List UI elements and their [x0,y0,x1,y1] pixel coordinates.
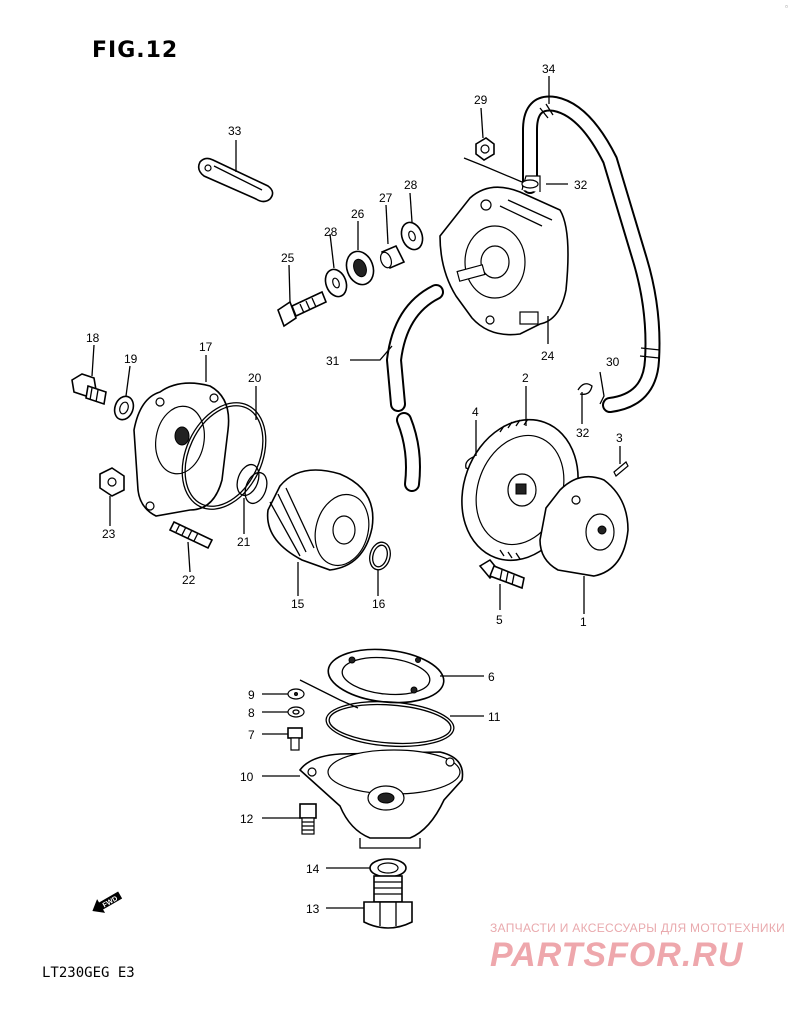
callout-13: 13 [306,902,320,916]
part-5-bolt [478,558,525,590]
callout-18: 18 [86,331,100,345]
callout-28a: 28 [324,225,338,239]
callout-27: 27 [379,191,393,205]
part-15-oil-filter [266,469,374,571]
callout-23: 23 [102,527,116,541]
part-31-hose [385,284,444,492]
part-22-stud [168,520,214,550]
part-32-clip-upper [521,179,539,189]
callout-28b: 28 [404,178,418,192]
callout-32a: 32 [574,178,588,192]
callout-22: 22 [182,573,196,587]
callout-3: 3 [616,431,623,445]
callout-26: 26 [351,207,365,221]
part-1-oil-pump [539,475,629,577]
part-7-bolt [287,727,303,751]
corner-mark-icon: ▫ [785,2,788,11]
part-33-bracket [197,157,274,203]
callout-34: 34 [542,62,556,76]
part-24-fuel-pump [439,175,569,336]
callout-30: 30 [606,355,620,369]
callout-14: 14 [306,862,320,876]
part-8-washer [287,706,305,718]
model-code: LT230GEG E3 [42,965,135,981]
leader-lines [91,76,621,909]
part-25-bolt [277,290,328,328]
callout-4: 4 [472,405,479,419]
fwd-label: FWD [102,895,119,909]
callout-21: 21 [237,535,251,549]
callout-1: 1 [580,615,587,629]
callout-20: 20 [248,371,262,385]
callout-25: 25 [281,251,295,265]
callout-12: 12 [240,812,254,826]
figure-title: FIG.12 [92,38,179,63]
part-28-washer-right [400,221,424,251]
callout-29: 29 [474,93,488,107]
callout-24: 24 [541,349,555,363]
callout-32b: 32 [576,426,590,440]
part-27-collar [379,244,406,270]
part-17-filter-cover [133,382,230,517]
callout-16: 16 [372,597,386,611]
part-14-washer [369,858,407,878]
callout-5: 5 [496,613,503,627]
part-16-o-ring [369,541,391,571]
callout-11: 11 [488,710,501,724]
callout-33: 33 [228,124,242,138]
part-13-drain-plug [363,875,413,929]
part-9-washer [287,688,305,700]
callout-17: 17 [199,340,213,354]
callout-15: 15 [291,597,305,611]
part-6-gasket [327,648,445,704]
callout-8: 8 [248,706,255,720]
part-21-o-ring [236,463,268,505]
callout-9: 9 [248,688,255,702]
part-10-strainer-cap [298,749,464,849]
watermark-tagline: ЗАПЧАСТИ И АКСЕССУАРЫ ДЛЯ МОТОТЕХНИКИ [490,921,786,935]
callout-2: 2 [522,371,529,385]
part-28-washer-left [324,268,348,298]
callout-31: 31 [326,354,340,368]
callout-7: 7 [248,728,255,742]
part-34-30-hose [522,95,661,413]
callout-19: 19 [124,352,138,366]
callout-10: 10 [240,770,254,784]
callout-numbers: 1 2 3 4 5 6 7 8 9 10 11 12 13 14 15 16 1… [86,62,623,916]
part-11-o-ring [325,700,455,748]
part-3-pin [613,461,629,477]
part-26-seal [345,250,375,286]
part-32-clip-lower [577,383,593,395]
part-29-nut [475,137,495,161]
callout-6: 6 [488,670,495,684]
part-19-washer [113,395,135,421]
part-23-nut [99,467,125,497]
part-18-plug-bolt [71,373,107,406]
fwd-arrow-icon: FWD [92,891,123,913]
part-12-bolt [299,803,317,835]
watermark-brand[interactable]: PARTSFOR.RU [490,936,744,974]
